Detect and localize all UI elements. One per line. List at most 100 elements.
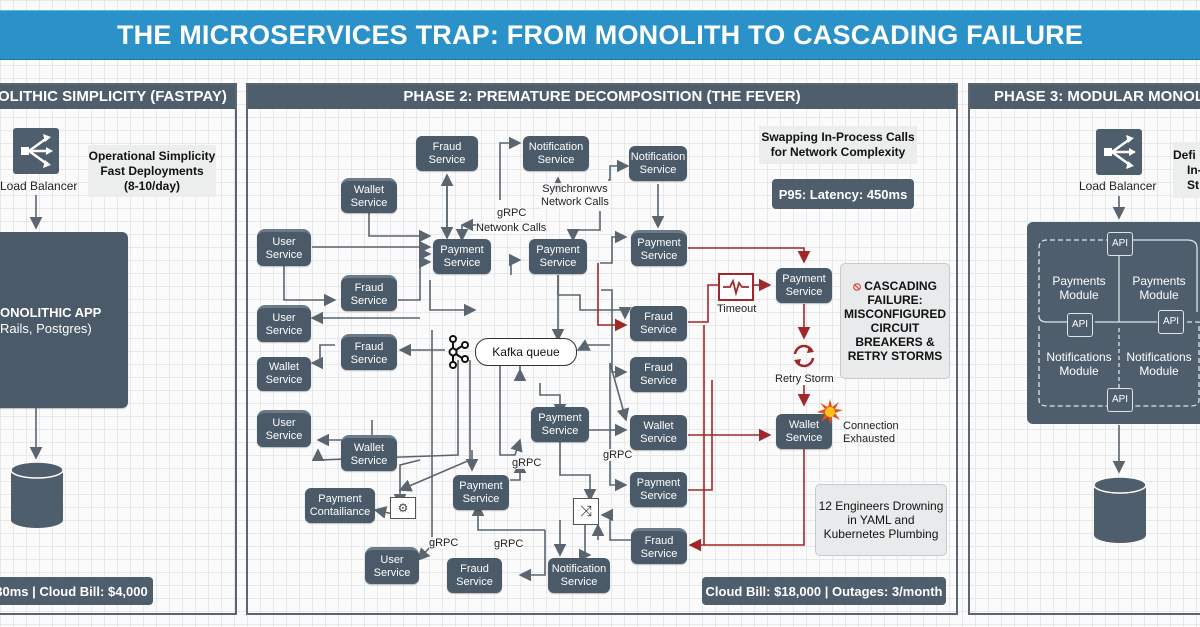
svc-label: Service: [785, 285, 823, 298]
retry-icon: [793, 344, 815, 368]
svc-label: Fraud: [432, 140, 462, 153]
grpc-label: gRPC: [497, 207, 527, 219]
grpc-label: gRPC: [494, 538, 524, 550]
svc-label: Service: [373, 567, 411, 579]
circuit-breaker-icon: ⚙: [390, 497, 416, 519]
phase2-panel: PHASE 2: PREMATURE DECOMPOSITION (THE FE…: [246, 83, 958, 615]
timeout-icon: [718, 273, 754, 301]
svc-label: Service: [541, 424, 579, 437]
svc-label: Service: [428, 153, 466, 166]
phase1-panel: OLITHIC SIMPLICITY (FASTPAY): [0, 83, 237, 615]
phase2-header: PHASE 2: PREMATURE DECOMPOSITION (THE FE…: [248, 85, 956, 109]
monolithic-app: ONOLITHIC APP Rails, Postgres): [0, 232, 128, 408]
module-line: Notifications: [1126, 350, 1192, 364]
svc-label: User: [272, 417, 296, 429]
network-calls-label: Netwonk Calls: [476, 222, 547, 234]
svc-label: Service: [350, 294, 388, 307]
svc-label: Fraud: [644, 534, 674, 547]
svc-label: Payment: [538, 411, 582, 424]
connection-exhausted-label: Connection Exhausted: [843, 420, 899, 446]
phase3-header: PHASE 3: MODULAR MONOLITH: [970, 85, 1200, 109]
svc-label: Service: [560, 575, 598, 588]
failure-line: RETRY STORMS: [847, 349, 943, 363]
label-line: Exhausted: [843, 433, 895, 445]
load-balancer-label: Load Balancer: [0, 179, 78, 193]
failure-line: MISCONFIGURED: [844, 307, 946, 321]
module-line: Module: [1139, 364, 1179, 378]
svc-label: Service: [265, 325, 303, 337]
timeout-label: Timeout: [717, 303, 757, 315]
phase1-note: Operational Simplicity Fast Deployments …: [88, 145, 216, 197]
grpc-label: gRPC: [429, 537, 459, 549]
note-line: Fast Deployments: [100, 163, 204, 178]
note-line: 12 Engineers Drowning: [818, 499, 944, 513]
kafka-queue: Kafka queue: [475, 338, 577, 366]
svc-label: Payment: [636, 476, 681, 489]
note-line: for Network Complexity: [770, 145, 906, 159]
failure-line: BREAKERS &: [855, 335, 935, 349]
module-line: Notifications: [1046, 350, 1112, 364]
api-badge: API: [1107, 388, 1133, 412]
svc-label: Notification: [528, 140, 584, 153]
svc-label: Payment: [637, 236, 681, 249]
phase1-title: OLITHIC SIMPLICITY (FASTPAY): [0, 88, 227, 105]
svc-label: User: [380, 554, 404, 566]
note-line: St: [1187, 177, 1199, 192]
svc-label: Wallet: [643, 419, 674, 432]
svc-label: Service: [265, 374, 303, 386]
svc-label: Service: [456, 575, 493, 588]
module-line: Payments: [1052, 274, 1106, 288]
monolith-subtitle: Rails, Postgres): [0, 320, 92, 336]
svc-label: Service: [640, 374, 677, 387]
explosion-icon: [817, 399, 843, 425]
svc-label: Notification: [551, 562, 607, 575]
note-line: Defi: [1173, 147, 1196, 162]
svc-label: Payment: [318, 492, 362, 505]
svc-label: Service: [640, 489, 677, 502]
svc-label: Service: [462, 492, 500, 505]
svc-label: Fraud: [354, 281, 384, 294]
database-icon: [1093, 477, 1147, 543]
label-line: Synchronwvs: [542, 183, 608, 195]
phase3-panel: PHASE 3: MODULAR MONOLITH: [968, 83, 1200, 615]
svc-label: Fraud: [644, 361, 673, 374]
module-line: Module: [1059, 288, 1099, 302]
module-line: Payments: [1132, 274, 1186, 288]
svc-label: Wallet: [788, 418, 820, 431]
retry-storm-label: Retry Storm: [775, 373, 834, 385]
svc-label: Notification: [630, 150, 686, 163]
load-balancer-label: Load Balancer: [1079, 179, 1157, 193]
svc-label: Service: [785, 431, 823, 444]
failure-line: FAILURE:: [867, 293, 923, 307]
